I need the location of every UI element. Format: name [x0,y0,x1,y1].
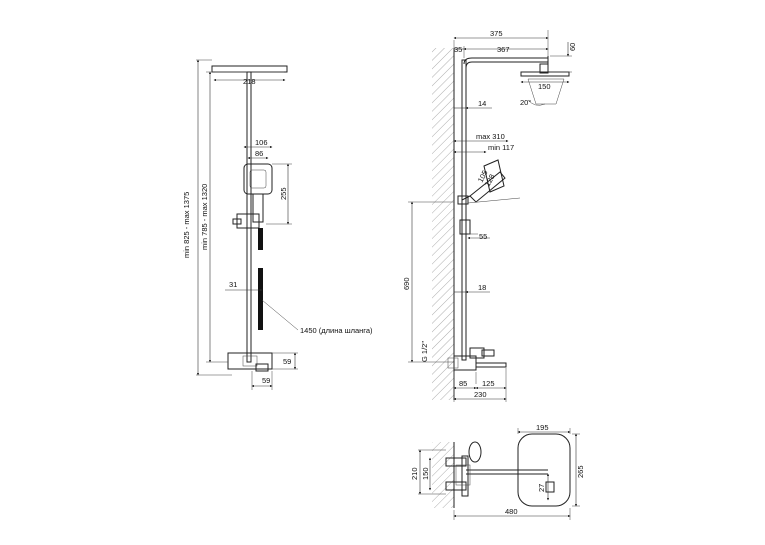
dim-hand-outer: 106 [255,138,268,147]
dim-arm-length: 367 [497,45,510,54]
holder-slider [236,213,260,229]
wall-hatch-top [432,442,454,508]
dim-mount-outer: 210 [410,467,419,480]
dim-hose-gap: 31 [229,280,237,289]
dim-small-offset: 27 [537,484,546,492]
dim-rail-offset: 14 [478,99,486,108]
side-holder [457,195,469,205]
wall-hatch [432,48,454,400]
rain-head-side [520,71,570,77]
rain-head-front [211,65,288,73]
dim-overall-height: min 825 - max 1375 [182,192,191,258]
dim-rail-height: min 785 - max 1320 [200,184,209,250]
dim-plate-height: 265 [576,465,585,478]
mixer-side [447,347,507,371]
dim-holder-travel: 255 [279,187,288,200]
dim-arm-total: 375 [490,29,503,38]
side-view: 150 20° 375 35 367 60 14 max 310 min 117 [402,29,577,402]
dim-mixer-offset: 85 [459,379,467,388]
top-view: 195 265 210 150 27 480 [410,423,585,520]
dim-reach-min: min 117 [488,143,514,152]
dim-overall-length: 480 [505,507,518,516]
shower-rail [246,71,252,363]
dim-base-width: 59 [262,376,270,385]
dim-reach-max: max 310 [476,132,505,141]
dim-inlet-height: 690 [402,277,411,290]
dim-wall-offset: 35 [454,45,462,54]
dim-pipe-gap: 18 [478,283,486,292]
dim-tilt-angle: 20° [520,98,531,107]
front-view: 218 106 86 255 31 1450 (длина шланга) [182,59,373,390]
dim-hand-inner: 86 [255,149,263,158]
dim-mount-inner: 150 [421,467,430,480]
dim-mixer-depth: 230 [474,390,487,399]
dim-base-height: 59 [283,357,291,366]
mixer-top [445,441,482,497]
hose-length-note: 1450 (длина шланга) [300,326,373,335]
hose-coil [258,228,263,330]
dim-holder-size: 55 [479,232,487,241]
shower-arm [463,57,548,65]
dim-head-drop: 60 [568,43,577,51]
hand-shower-front [243,163,273,195]
mixer-base-front [227,352,273,370]
hand-shower-side [461,159,521,204]
spray-cone [527,78,565,105]
dim-spout-length: 125 [482,379,495,388]
dim-head-size: 150 [538,82,551,91]
dim-head-width: 218 [243,77,256,86]
side-rail [461,59,467,361]
thread-label: G 1/2" [420,341,429,362]
dim-plate-width: 195 [536,423,549,432]
